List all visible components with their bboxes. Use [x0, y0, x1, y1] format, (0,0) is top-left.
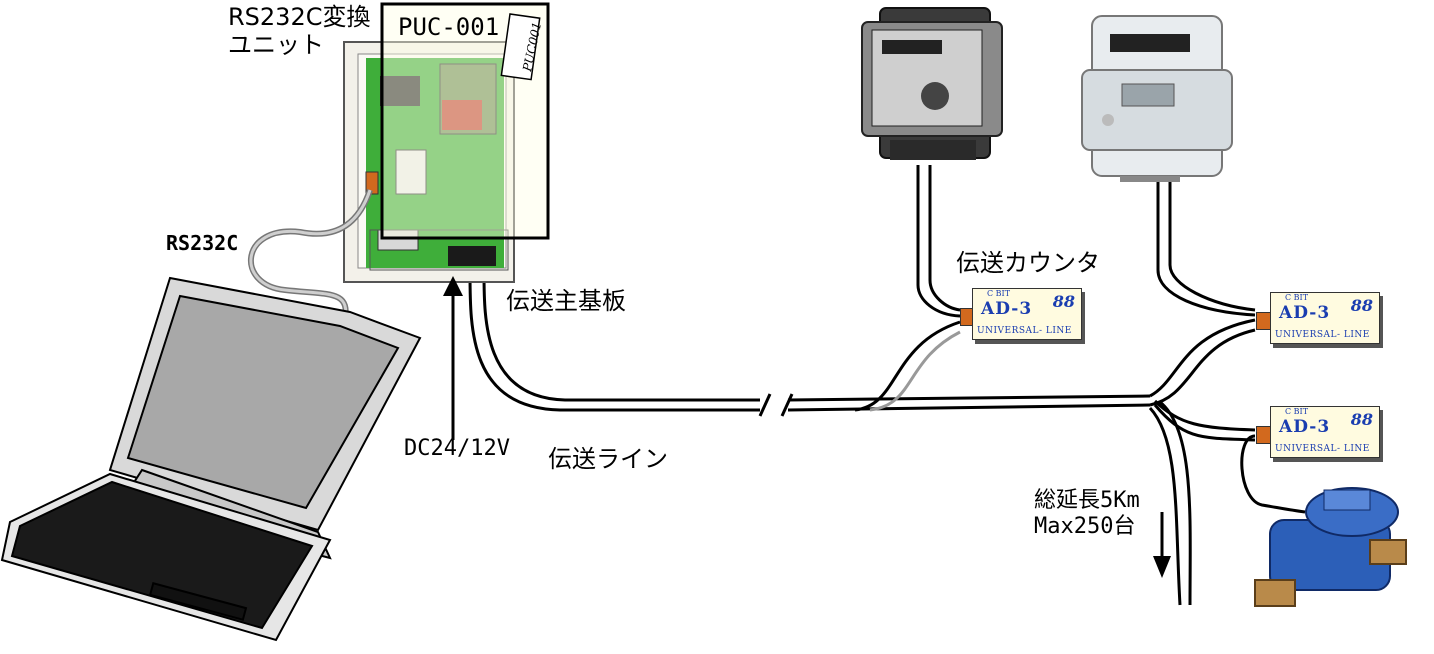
gas-meter-icon [1081, 15, 1233, 182]
transmission-counter-label: 伝送カウンタ [956, 249, 1100, 277]
transmission-counter-2: C BIT AD-3 88 UNIVERSAL- LINE [1270, 292, 1380, 344]
segment-display: 88 [1350, 296, 1373, 315]
segment-display: 88 [1052, 292, 1075, 311]
electric-meter-icon [861, 7, 1003, 160]
water-meter-icon [1254, 487, 1407, 607]
transmission-line-cable [468, 271, 1256, 606]
converter-title-line2: ユニット [228, 31, 324, 59]
puc-model-label: PUC-001 [398, 13, 500, 41]
transmission-counter-1: C BIT AD-3 88 UNIVERSAL- LINE [972, 288, 1082, 340]
laptop-icon [0, 276, 422, 642]
segment-display: 88 [1350, 410, 1373, 429]
counter-line-text: UNIVERSAL- LINE [1275, 444, 1370, 454]
counter-model: AD-3 [981, 299, 1033, 319]
transmission-counter-3: C BIT AD-3 88 UNIVERSAL- LINE [1270, 406, 1380, 458]
counter-line-text: UNIVERSAL- LINE [1275, 330, 1370, 340]
counter-cbit: C BIT [987, 289, 1011, 298]
converter-title-line1: RS232C変換 [228, 3, 371, 31]
line-break-marks [758, 393, 794, 417]
counter-model: AD-3 [1279, 417, 1331, 437]
converter-unit [343, 41, 515, 283]
total-length-line1: 総延長5Km [1034, 488, 1140, 513]
puc-side-tag [500, 13, 541, 81]
extension-arrow [1153, 512, 1171, 578]
rs232c-label: RS232C [166, 231, 239, 255]
counter-cbit: C BIT [1285, 293, 1309, 302]
rs232c-port [365, 171, 379, 195]
rs232c-cable [248, 189, 373, 321]
counter-1-branch [854, 320, 961, 412]
counter-model: AD-3 [1279, 303, 1331, 323]
power-supply-label: DC24/12V [404, 436, 510, 461]
terminal-block [448, 246, 496, 266]
transmission-line-label: 伝送ライン [548, 445, 668, 473]
power-arrow [443, 276, 463, 440]
counter-line-text: UNIVERSAL- LINE [977, 326, 1072, 336]
total-length-line2: Max250台 [1034, 514, 1136, 539]
counter-cbit: C BIT [1285, 407, 1309, 416]
main-board-label: 伝送主基板 [506, 287, 626, 315]
meter-cables [916, 165, 1306, 514]
